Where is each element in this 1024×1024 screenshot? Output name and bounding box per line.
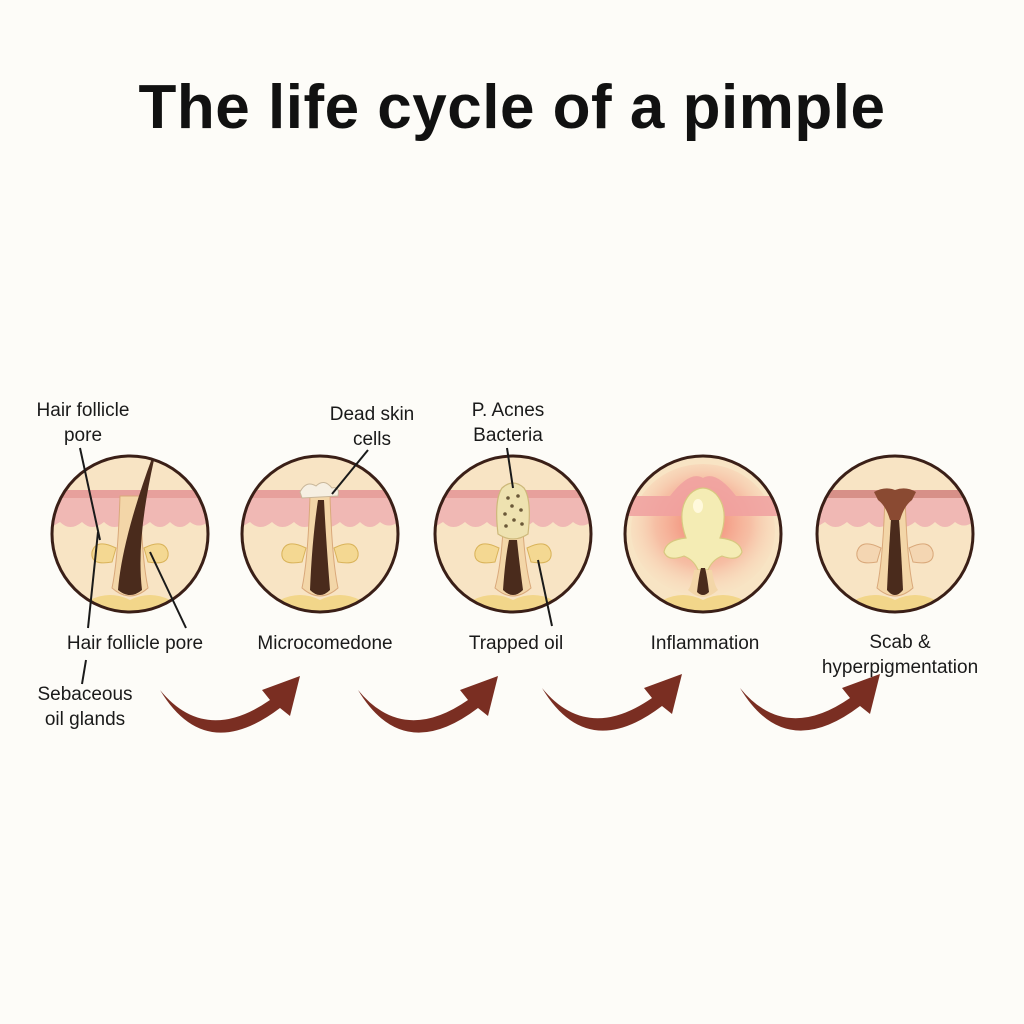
stage-scab-illustration bbox=[815, 454, 975, 614]
leader-trapped-oil bbox=[537, 559, 553, 627]
label-line: hyperpigmentation bbox=[821, 657, 979, 678]
hair-shaft bbox=[118, 458, 154, 595]
label-line: Hair follicle bbox=[36, 400, 130, 421]
leader-dead-skin bbox=[331, 449, 369, 495]
label-line: Sebaceous bbox=[37, 684, 133, 705]
stage-caption-inflammation: Inflammation bbox=[650, 633, 760, 654]
pus-pocket bbox=[663, 487, 743, 571]
page-title: The life cycle of a pimple bbox=[138, 73, 886, 142]
label-line: Scab & bbox=[869, 632, 931, 653]
curved-arrow-icon bbox=[160, 676, 300, 733]
label-line: Dead skin bbox=[329, 404, 415, 425]
stage-caption-scab: Scab & hyperpigmentation bbox=[800, 630, 1000, 680]
label-hair-follicle-pore-top: Hair follicle pore bbox=[20, 398, 146, 448]
stage-trapped-oil-illustration bbox=[433, 454, 593, 614]
scab bbox=[874, 488, 916, 520]
stage-caption-normal: Hair follicle pore bbox=[66, 633, 204, 654]
label-p-acnes-bacteria: P. Acnes Bacteria bbox=[448, 398, 568, 448]
sebaceous-gland-left bbox=[91, 543, 117, 564]
label-line: oil glands bbox=[44, 709, 126, 730]
stage-normal-illustration bbox=[50, 454, 210, 614]
stage-caption-microcomedone: Microcomedone bbox=[257, 633, 393, 654]
curved-arrow-icon bbox=[358, 676, 498, 733]
curved-arrow-icon bbox=[542, 674, 682, 731]
label-line: P. Acnes bbox=[471, 400, 545, 421]
leader-lines bbox=[79, 447, 553, 685]
stage-inflammation-illustration bbox=[623, 454, 783, 614]
label-line: Bacteria bbox=[473, 425, 543, 446]
label-line: cells bbox=[352, 429, 391, 450]
stage-microcomedone-illustration bbox=[240, 454, 400, 614]
dead-skin-plug bbox=[299, 482, 339, 499]
stage-caption-trapped-oil: Trapped oil bbox=[468, 633, 564, 654]
leader-sebaceous bbox=[149, 551, 187, 629]
leader-sebaceous-lower bbox=[81, 659, 87, 685]
label-dead-skin-cells: Dead skin cells bbox=[312, 402, 432, 452]
bacteria-blob bbox=[496, 482, 530, 540]
leader-hair-follicle-pore bbox=[79, 447, 101, 541]
label-line: pore bbox=[63, 425, 103, 446]
leader-bacteria bbox=[506, 447, 514, 489]
leader-hair-follicle-pore-bottom bbox=[87, 531, 99, 629]
sebaceous-gland-right bbox=[143, 543, 169, 564]
curved-arrow-icon bbox=[740, 674, 880, 731]
label-sebaceous-oil-glands: Sebaceous oil glands bbox=[20, 682, 150, 732]
